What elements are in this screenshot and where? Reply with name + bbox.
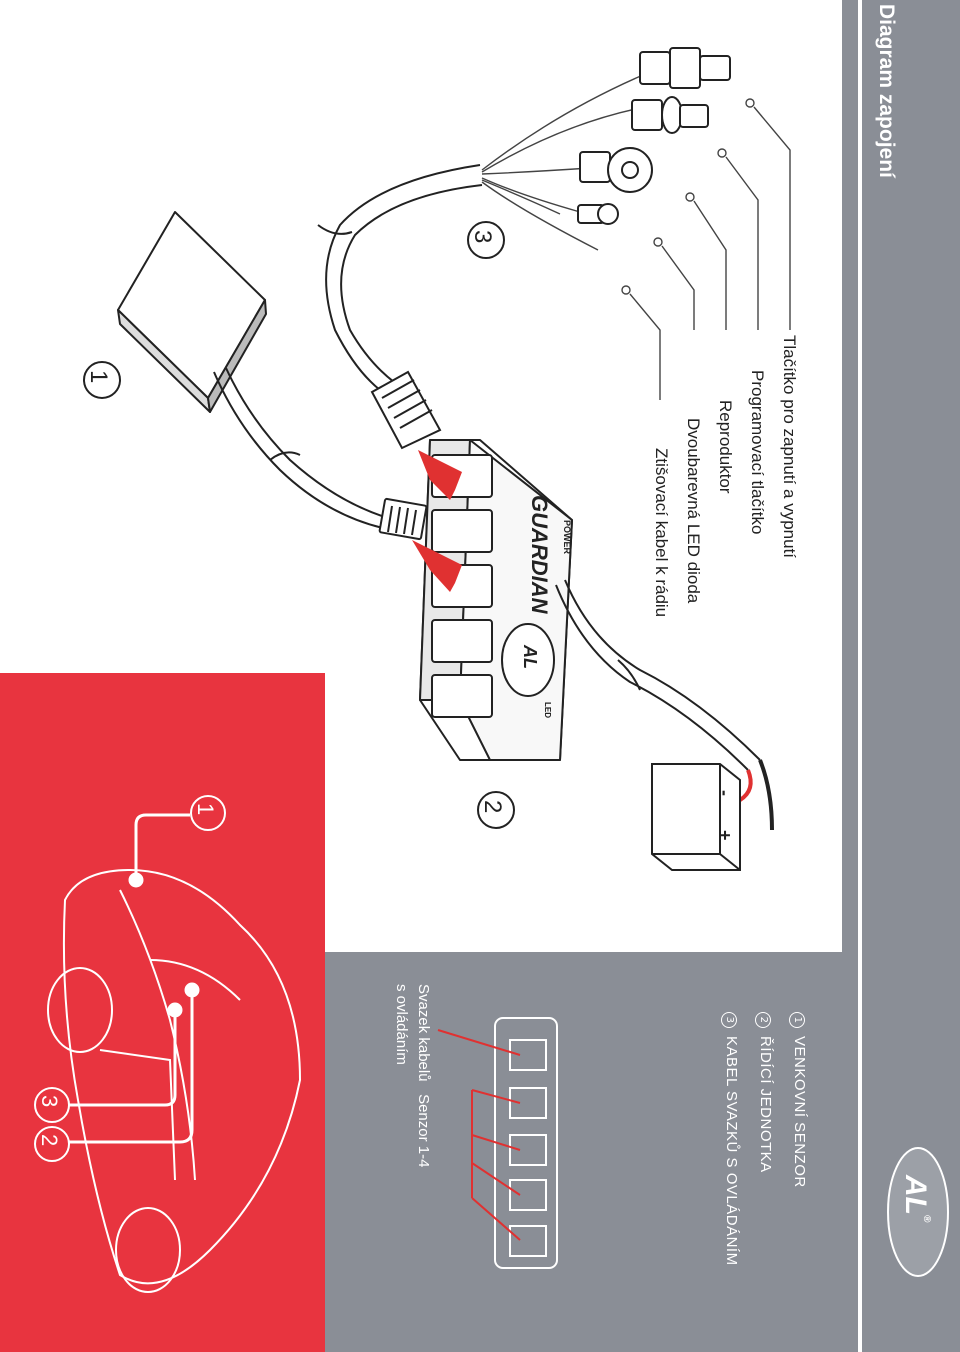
label-leaders [621,98,791,400]
legend-item-2: 2ŘÍDÍCÍ JEDNOTKA [755,1012,774,1173]
car-callout-lines [68,813,200,1144]
callout-2-label: 2 [479,800,506,814]
unit-power-label: POWER [562,520,572,555]
harness-caption-line2: s ovládáním [393,984,410,1065]
sensor-cable [225,367,396,521]
cable-label-speaker: Reproduktor [716,400,735,494]
callout-3-label: 3 [469,230,496,244]
harness-caption-line1: Svazek kabelů Senzor 1-4 [415,984,432,1168]
led-diode [577,203,619,225]
callout-3 [467,221,505,259]
car-panel [0,673,325,1352]
program-button [631,96,709,134]
speaker [579,147,653,193]
unit-brand-name: GUARDIAN [527,495,552,614]
callout-circles [83,221,515,829]
cable-label-radio-mute: Ztišovací kabel k rádiu [652,448,671,618]
unit-led-label: LED [543,702,552,718]
car-callout-1-label: 1 [193,803,218,816]
cable-label-program-button: Programovací tlačítko [748,370,767,535]
battery [651,763,741,871]
outdoor-sensor [117,211,267,413]
unit-logo [501,623,555,697]
insert-arrows [412,450,462,592]
harness-connector-detail [494,1017,558,1269]
callout-1 [83,361,121,399]
sensor-plug [378,497,428,541]
legend-item-1: 1VENKOVNÍ SENZOR [789,1012,808,1188]
power-cable [564,579,761,761]
power-switch [639,47,731,89]
car-callout-3-label: 3 [37,1095,62,1108]
harness-cable [325,164,481,391]
car-callout-2-label: 2 [37,1134,62,1147]
harness-plug [370,370,442,450]
unit-logo-text: AL [520,645,540,669]
callout-2 [477,791,515,829]
wire-fan [481,71,651,251]
car-callout-circles [34,795,226,1162]
harness-pointers [437,1029,521,1241]
right-stripe [858,0,862,1352]
logo-text: AL® [899,1175,932,1223]
battery-minus: - [715,790,735,796]
battery-plus: + [715,830,735,841]
legend-item-3: 3KABEL SVAZKŮ S OVLÁDÁNÍM [721,1012,740,1266]
callout-1-label: 1 [85,370,112,384]
cable-label-power-switch: Tlačítko pro zapnutí a vypnutí [780,335,799,559]
logo-badge [887,1147,949,1277]
unit-ports [431,454,493,718]
page-title: Diagram zapojení [875,4,898,178]
cable-label-led: Dvoubarevná LED dioda [684,418,703,604]
